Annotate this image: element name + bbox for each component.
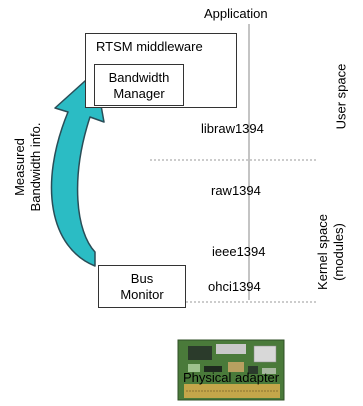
- physical-adapter-card: [177, 339, 285, 401]
- bus-monitor-label-line1: Bus: [130, 271, 154, 286]
- layer-raw1394: raw1394: [211, 183, 261, 198]
- kernel-space-label-group: Kernel space (modules): [314, 207, 348, 297]
- kernel-space-label: Kernel space: [315, 214, 330, 290]
- bus-monitor-box: Bus Monitor: [98, 265, 186, 308]
- layer-libraw1394: libraw1394: [201, 121, 264, 136]
- physical-adapter-label: Physical adapter: [183, 370, 280, 385]
- user-space-label: User space: [333, 63, 349, 130]
- bus-monitor-label-line2: Monitor: [120, 287, 164, 302]
- application-label: Application: [204, 6, 268, 21]
- layer-ohci1394: ohci1394: [208, 279, 261, 294]
- bandwidth-manager-label-line1: Bandwidth: [108, 70, 170, 85]
- bandwidth-manager-label-line2: Manager: [113, 86, 165, 101]
- layer-ieee1394: ieee1394: [212, 244, 266, 259]
- bandwidth-info-label: Bandwidth info.: [28, 122, 43, 212]
- measured-label: Measured: [12, 138, 27, 196]
- bandwidth-manager-box: Bandwidth Manager: [94, 64, 184, 106]
- rtsm-middleware-label: RTSM middleware: [96, 39, 203, 54]
- kernel-space-modules-label: (modules): [331, 223, 346, 281]
- measured-bandwidth-label-group: Measured Bandwidth info.: [11, 112, 45, 222]
